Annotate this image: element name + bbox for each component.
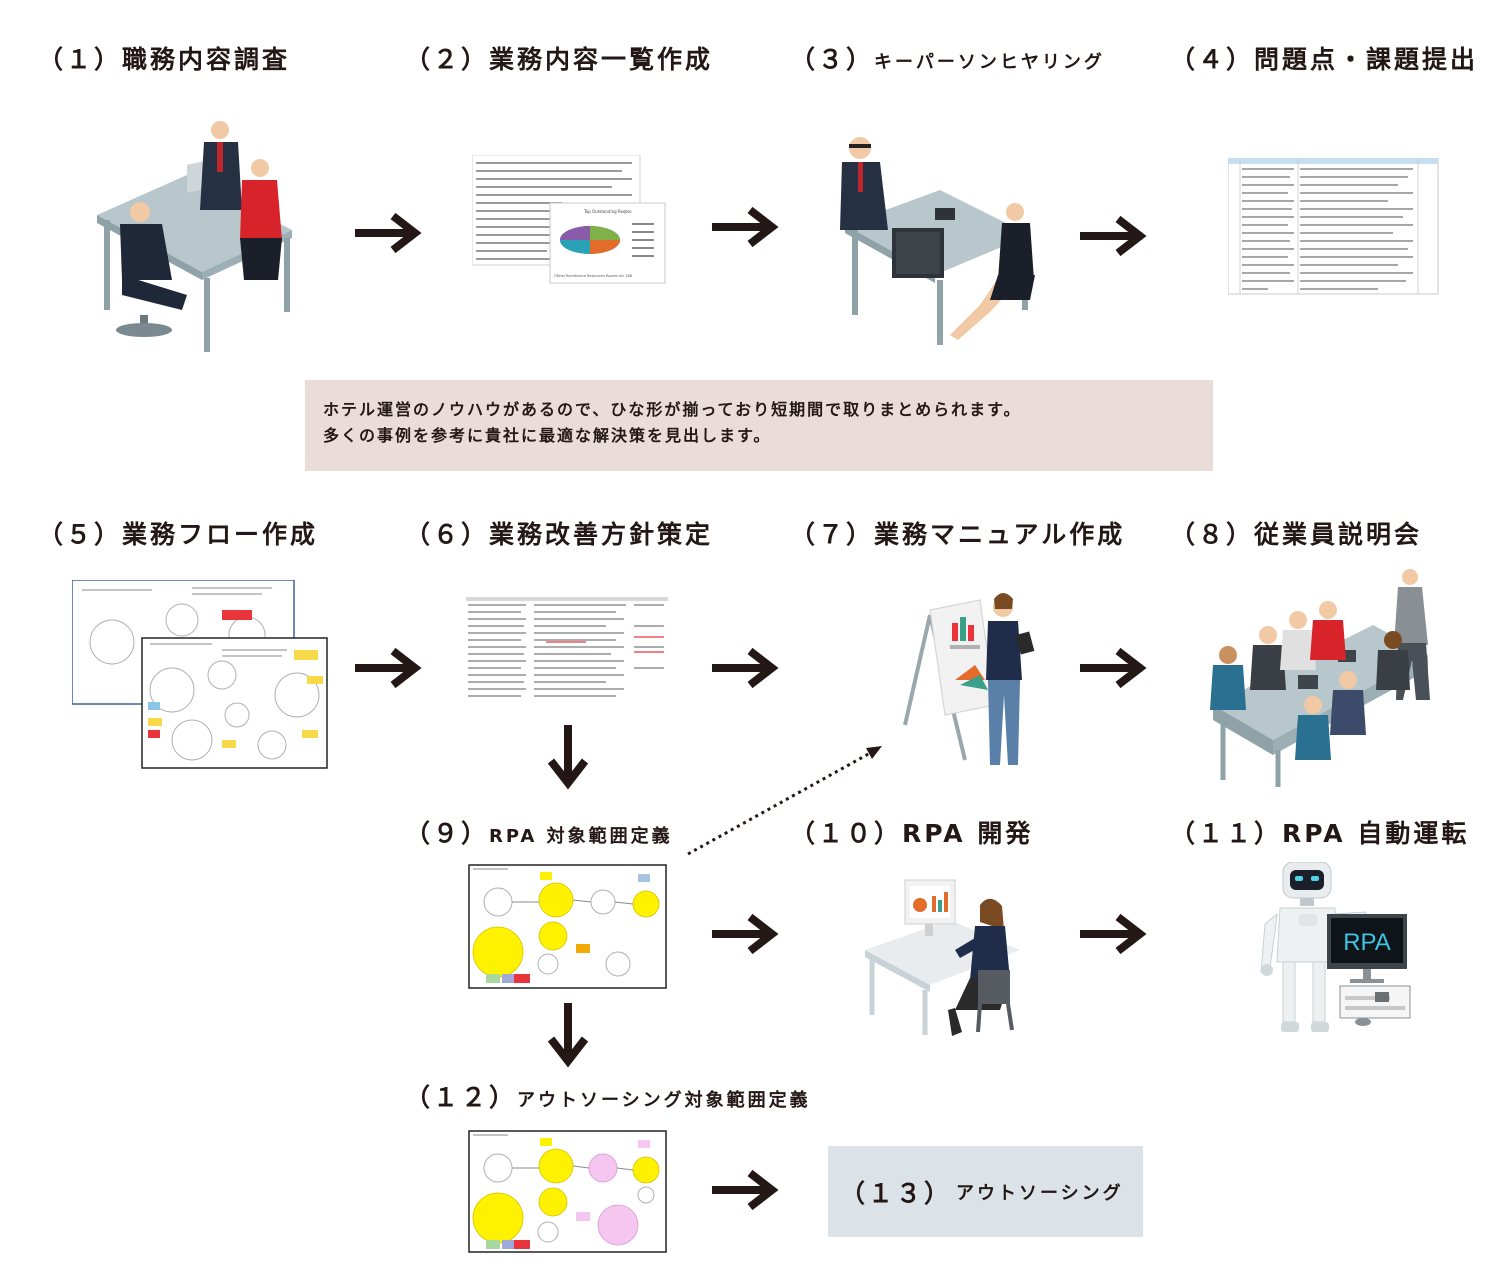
step-6-label: （６）業務改善方針策定 [405, 520, 714, 549]
step-13-box: （１３）アウトソーシング [828, 1146, 1143, 1237]
arrow-12-13 [712, 1173, 772, 1207]
meeting-illustration [97, 121, 292, 352]
pie-title: Top Outstanding Reqtes [583, 209, 632, 214]
pie-caption: OTotal Remittance Resources Rooms Inc 28… [554, 274, 632, 278]
step-9-label: （９）RPA 対象範囲定義 [405, 819, 673, 848]
arrow-6-9 [551, 725, 585, 783]
rpa-robot-illustration: RPA [1260, 862, 1411, 1032]
work-list-thumbnail: Top Outstanding Reqtes OTotal Remittance… [472, 155, 666, 284]
arrow-6-7 [712, 651, 772, 685]
step-3-label: （３）キーパーソンヒヤリング [790, 45, 1105, 74]
developer-illustration [865, 879, 1020, 1036]
step-5-label: （５）業務フロー作成 [38, 520, 319, 549]
arrow-9-10 [712, 917, 772, 951]
note-line-1: ホテル運営のノウハウがあるので、ひな形が揃っており短期間で取りまとめられます。 [323, 400, 1022, 419]
outsourcing-scope-thumbnail [468, 1130, 667, 1253]
workflow-thumbnail [72, 580, 328, 769]
arrow-3-4 [1080, 219, 1140, 253]
arrow-2-3 [712, 210, 772, 244]
note-line-2: 多くの事例を参考に貴社に最適な解決策を見出します。 [323, 426, 772, 445]
step-7-label: （７）業務マニュアル作成 [790, 520, 1126, 549]
note-box: ホテル運営のノウハウがあるので、ひな形が揃っており短期間で取りまとめられます。 … [305, 380, 1213, 471]
employee-meeting-illustration [1210, 569, 1430, 787]
dotted-arrow-9-7 [687, 750, 873, 856]
step-4-label: （４）問題点・課題提出 [1170, 45, 1479, 74]
step-12-label: （１２）アウトソーシング対象範囲定義 [405, 1083, 811, 1112]
step-10-label: （１０）RPA 開発 [790, 819, 1034, 848]
policy-table-thumbnail [466, 597, 668, 705]
arrow-5-6 [355, 651, 415, 685]
arrow-10-11 [1080, 917, 1140, 951]
arrow-1-2 [355, 216, 415, 250]
presenter-illustration [903, 593, 1035, 765]
interview-illustration [840, 137, 1035, 345]
step-1-label: （１）職務内容調査 [38, 45, 291, 74]
issues-table-thumbnail [1228, 158, 1439, 295]
rpa-screen-text: RPA [1343, 929, 1391, 956]
rpa-scope-thumbnail [468, 864, 667, 989]
step-8-label: （８）従業員説明会 [1170, 520, 1423, 549]
arrow-9-12 [551, 1003, 585, 1061]
step-11-label: （１１）RPA 自動運転 [1170, 819, 1470, 848]
arrow-7-8 [1080, 651, 1140, 685]
step-2-label: （２）業務内容一覧作成 [405, 45, 714, 74]
